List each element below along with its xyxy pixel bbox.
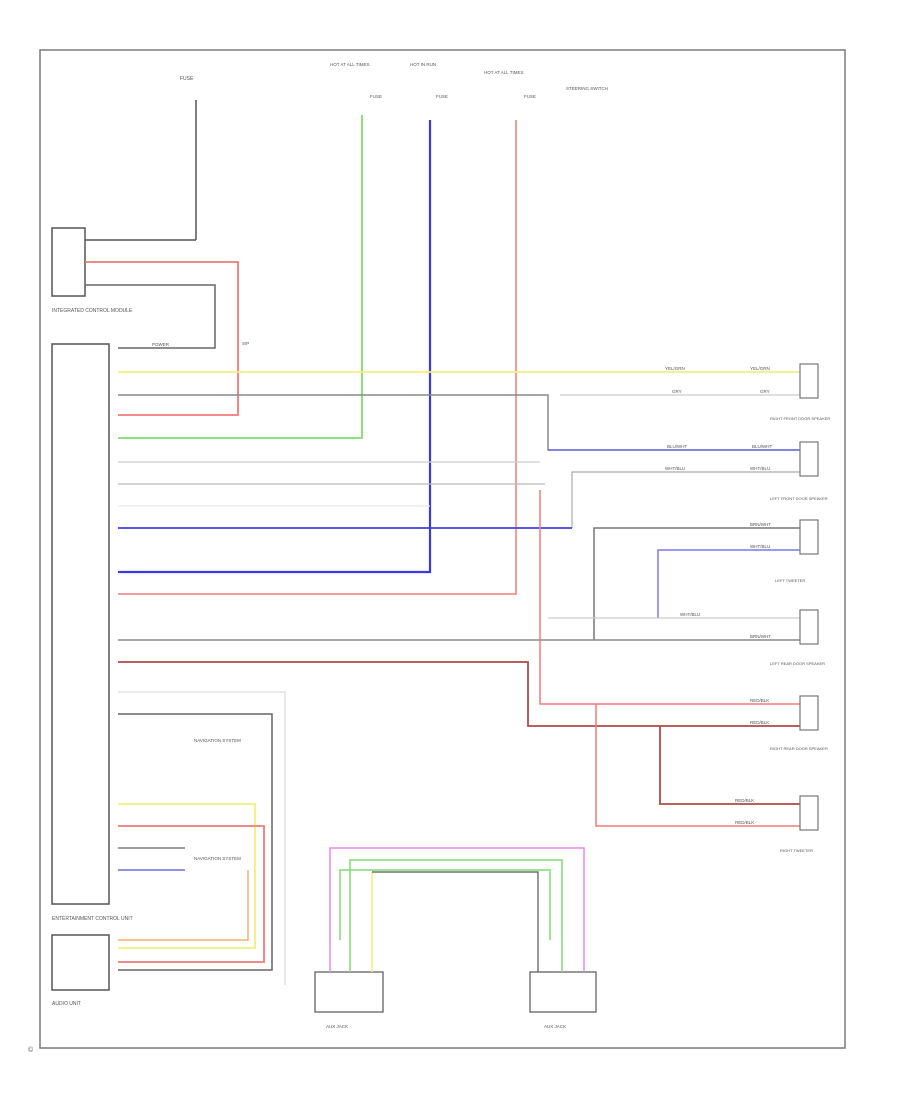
left-rear-speaker: LEFT REAR DOOR SPEAKER xyxy=(770,609,825,666)
red-right-rear-wire xyxy=(539,490,800,705)
tweeter-red-wire xyxy=(595,704,800,827)
hot-left-label: HOT AT ALL TIMES xyxy=(330,62,370,67)
yellow-wire-label-1: YEL/GRN xyxy=(665,366,685,371)
aux-green-wire-1 xyxy=(349,859,563,940)
white-wire-label-4: WHT/BLU xyxy=(680,612,700,617)
corner-mark: © xyxy=(28,1046,34,1054)
lower-gray-wire xyxy=(118,713,273,971)
lower-module-box xyxy=(51,934,110,991)
yellow-wire-label-2: YEL/GRN xyxy=(750,366,770,371)
navigation-label-1: NAVIGATION SYSTEM xyxy=(194,738,241,743)
tweeter-maroon-wire xyxy=(659,726,800,805)
fuse1-label: FUSE xyxy=(370,94,382,99)
fuse3-label: FUSE xyxy=(524,94,536,99)
main-module-box xyxy=(51,343,110,905)
aux-pink-wire xyxy=(329,847,585,940)
aux-box-left-label: AUX JACK xyxy=(326,1024,348,1029)
audio-unit-label: AUDIO UNIT xyxy=(52,1001,81,1007)
steering-label: STEERING SWITCH xyxy=(566,86,608,91)
lower-lightgray-wire xyxy=(118,691,286,985)
diagram-frame xyxy=(39,49,846,1049)
fuse2-label: FUSE xyxy=(436,94,448,99)
upper-module-label: INTEGRATED CONTROL MODULE xyxy=(52,308,133,314)
right-front-speaker: RIGHT FRONT DOOR SPEAKER xyxy=(770,363,830,421)
maroon-wire xyxy=(118,661,800,727)
green-wire xyxy=(118,115,363,439)
aux-green-wire-2 xyxy=(339,869,551,940)
red-wire-label-1: RED/BLK xyxy=(750,698,769,703)
white-right-wire xyxy=(571,471,800,528)
red-upper-wire xyxy=(85,261,239,416)
lower-yellow-wire xyxy=(118,803,256,949)
white-wire-label-2: WHT/BLU xyxy=(750,466,770,471)
power-label: POWER xyxy=(152,342,170,347)
gray-wire-label-2: GRY xyxy=(760,389,770,394)
upper-connector-box xyxy=(51,227,86,297)
lower-orange-wire xyxy=(118,870,249,941)
right-rear-label: RIGHT REAR DOOR SPEAKER xyxy=(770,746,828,751)
brn-wire-label-1: BRN/WHT xyxy=(750,522,771,527)
right-tweeter-label: RIGHT TWEETER xyxy=(780,848,813,853)
right-front-door-label: RIGHT FRONT DOOR SPEAKER xyxy=(770,416,830,421)
fuse-top-left-label: FUSE xyxy=(180,76,194,82)
splice-label: S/P xyxy=(242,341,249,346)
left-rear-label: LEFT REAR DOOR SPEAKER xyxy=(770,661,825,666)
red-top-wire xyxy=(118,120,517,595)
gray-upper-wire xyxy=(85,284,216,349)
hot-right-label: HOT AT ALL TIMES xyxy=(484,70,524,75)
lower-red-wire xyxy=(118,825,265,963)
left-tweeter: LEFT TWEETER xyxy=(775,519,819,583)
gray-wire-label-1: GRY xyxy=(672,389,682,394)
right-rear-speaker: RIGHT REAR DOOR SPEAKER xyxy=(770,695,828,751)
red-wire-label-4: RED/BLK xyxy=(735,820,754,825)
white-wire-label-1: WHT/BLU xyxy=(665,466,685,471)
left-front-door-label: LEFT FRONT DOOR SPEAKER xyxy=(770,496,828,501)
blue-top-wire xyxy=(118,120,432,574)
navigation-label-2: NAVIGATION SYSTEM xyxy=(194,856,241,861)
left-module-label: ENTERTAINMENT CONTROL UNIT xyxy=(52,916,133,922)
red-wire-label-2: RED/BLK xyxy=(750,720,769,725)
brn-wire-label-2: BRN/WHT xyxy=(750,634,771,639)
right-front-speaker-2: LEFT FRONT DOOR SPEAKER xyxy=(770,441,828,501)
blue-wire-label-3: WHT/BLU xyxy=(750,544,770,549)
gray-wire-right xyxy=(118,394,800,451)
blue-wire-label-2: BLU/WHT xyxy=(752,444,773,449)
left-front-gray-wire xyxy=(593,527,800,640)
aux-box-right-label: AUX JACK xyxy=(544,1024,566,1029)
right-tweeter: RIGHT TWEETER xyxy=(780,795,819,853)
aux-dark-wire xyxy=(372,871,539,940)
left-front-blue-wire xyxy=(657,549,800,618)
aux-box-left xyxy=(314,971,384,1013)
blue-wire-label-1: BLU/WHT xyxy=(667,444,688,449)
left-tweeter-label: LEFT TWEETER xyxy=(775,578,805,583)
hot-center-label: HOT IN RUN xyxy=(410,62,436,67)
red-wire-label-3: RED/BLK xyxy=(735,798,754,803)
aux-box-right xyxy=(529,971,597,1013)
